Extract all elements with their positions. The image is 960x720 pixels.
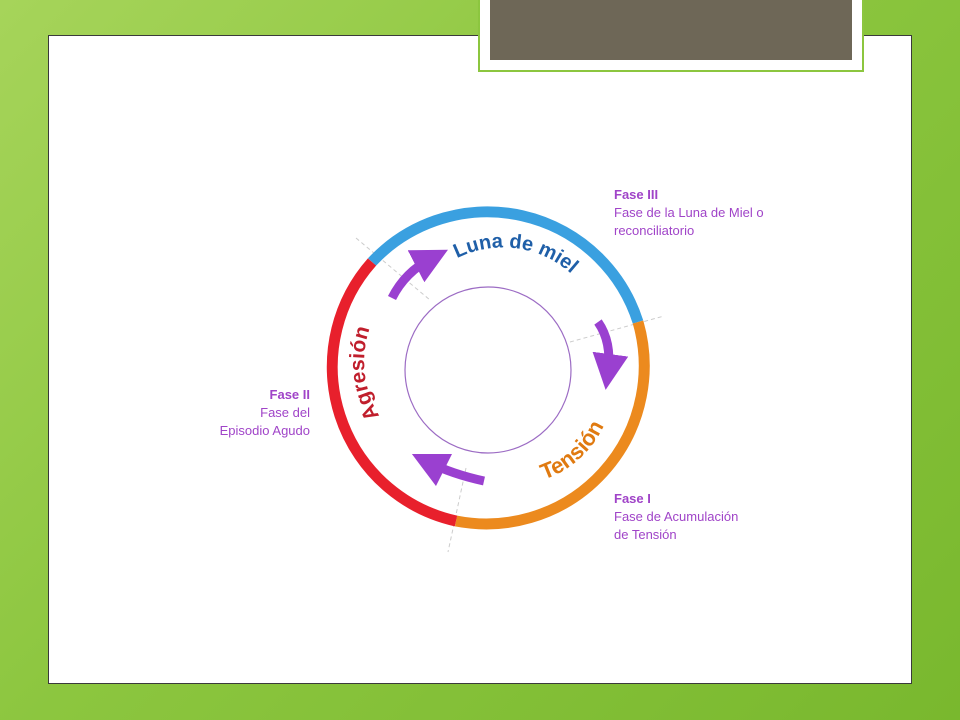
ring-background [338, 220, 638, 520]
phase-i-title: Fase I [614, 491, 651, 506]
divider-line-top-left [355, 237, 431, 301]
divider-line-bottom [447, 467, 467, 553]
divider-line-right [569, 315, 665, 343]
phase-ii-caption: Fase II Fase del Episodio Agudo [150, 386, 310, 440]
arrow-agresion-to-luna [387, 249, 448, 301]
phase-iii-desc-line1: Fase de la Luna de Miel o [614, 205, 764, 220]
title-placeholder [478, 0, 864, 72]
arc-luna-de-miel [367, 206, 644, 324]
phase-i-desc-line1: Fase de Acumulación [614, 509, 739, 524]
arc-agresion [326, 258, 458, 527]
arc-tension [454, 320, 650, 530]
phase-iii-title: Fase III [614, 187, 659, 202]
title-bar [490, 0, 852, 60]
phase-i-desc-line2: de Tensión [614, 527, 677, 542]
arrow-luna-to-tension [592, 319, 629, 390]
phase-iii-caption: Fase III Fase de la Luna de Miel o recon… [614, 186, 764, 240]
phase-i-caption: Fase I Fase de Acumulación de Tensión [614, 490, 738, 544]
phase-iii-desc-line2: reconciliatorio [614, 223, 695, 238]
arrow-tension-to-agresion [411, 453, 485, 487]
phase-ii-desc-line1: Fase del [260, 405, 310, 420]
phase-ii-title: Fase II [269, 387, 310, 402]
inner-circle [404, 286, 572, 454]
phase-ii-desc-line2: Episodio Agudo [219, 423, 310, 438]
